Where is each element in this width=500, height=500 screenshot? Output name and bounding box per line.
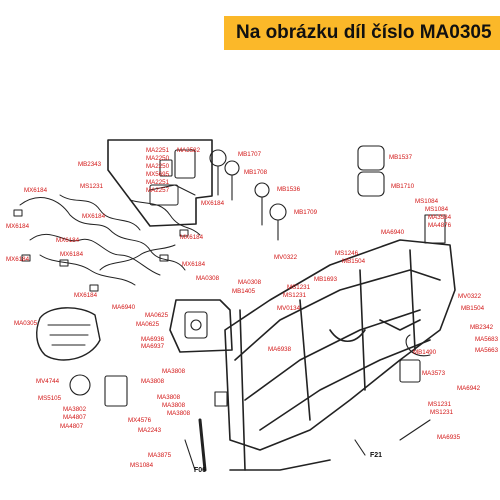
label-mx6184: MX6184 bbox=[60, 251, 84, 258]
battery-tray bbox=[36, 307, 101, 361]
label-ma3808: MA3808 bbox=[167, 410, 191, 417]
remote-module-1 bbox=[357, 145, 385, 171]
ecu-group-outline bbox=[107, 139, 213, 227]
label-ma2257: MA2257 bbox=[146, 187, 170, 194]
label-mb1504: MB1504 bbox=[461, 305, 485, 312]
label-ms1231: MS1231 bbox=[428, 401, 452, 408]
label-ma2250: MA2250 bbox=[146, 155, 170, 162]
label-ms1084: MS1084 bbox=[415, 198, 439, 205]
label-ma2243: MA2243 bbox=[138, 427, 162, 434]
scooter-frame bbox=[224, 239, 456, 471]
label-mb1537: MB1537 bbox=[389, 154, 413, 161]
key-set bbox=[209, 149, 287, 241]
label-ma3875: MA3875 bbox=[148, 452, 172, 459]
label-ma0308: MA0308 bbox=[238, 279, 262, 286]
label-mb1708: MB1708 bbox=[244, 169, 268, 176]
label-ma3802: MA3802 bbox=[63, 406, 87, 413]
label-ma4807: MA4807 bbox=[60, 423, 84, 430]
label-mx6184: MX6184 bbox=[74, 292, 98, 299]
label-mv0322: MV0322 bbox=[458, 293, 482, 300]
lock-group-outline bbox=[169, 299, 233, 353]
label-mb2342: MB2342 bbox=[470, 324, 494, 331]
label-mv4744: MV4744 bbox=[36, 378, 60, 385]
figure-ref-f21: F21 bbox=[370, 452, 383, 459]
label-ma3808: MA3808 bbox=[157, 394, 181, 401]
label-mb1490: MB1490 bbox=[413, 349, 437, 356]
label-ma2250: MA2250 bbox=[146, 163, 170, 170]
label-mb1536: MB1536 bbox=[277, 186, 301, 193]
label-mx6184: MX6184 bbox=[82, 213, 106, 220]
label-ma4876: MA4876 bbox=[428, 222, 452, 229]
label-ma3582: MA3582 bbox=[177, 147, 201, 154]
label-mb1709: MB1709 bbox=[294, 209, 318, 216]
label-ma0625: MA0625 bbox=[145, 312, 169, 319]
label-mx6184: MX6184 bbox=[182, 261, 206, 268]
label-ms1231: MS1231 bbox=[283, 292, 307, 299]
label-ms1231: MS1231 bbox=[80, 183, 104, 190]
label-ma6940: MA6940 bbox=[112, 304, 136, 311]
label-ma5663: MA5663 bbox=[475, 347, 499, 354]
label-mx6184: MX6184 bbox=[6, 256, 30, 263]
horn bbox=[69, 374, 91, 396]
label-ma3808: MA3808 bbox=[162, 368, 186, 375]
banner-title: Na obrázku díl číslo MA0305 bbox=[236, 22, 492, 43]
part-number-banner: Na obrázku díl číslo MA0305 bbox=[224, 16, 500, 50]
label-mv0134: MV0134 bbox=[277, 305, 301, 312]
label-ma0308: MA0308 bbox=[196, 275, 220, 282]
label-mx6184: MX6184 bbox=[24, 187, 48, 194]
label-ms1246: MS1246 bbox=[335, 250, 359, 257]
label-mx6184: MX6184 bbox=[6, 223, 30, 230]
label-mx6184: MX6184 bbox=[201, 200, 225, 207]
label-mb1710: MB1710 bbox=[391, 183, 415, 190]
label-mb1707: MB1707 bbox=[238, 151, 262, 158]
label-ma6936: MA6936 bbox=[141, 336, 165, 343]
label-ma3808: MA3808 bbox=[141, 378, 165, 385]
label-ma5683: MA5683 bbox=[475, 336, 499, 343]
label-ma3808: MA3808 bbox=[162, 402, 186, 409]
label-mb1405: MB1405 bbox=[232, 288, 256, 295]
label-ma6942: MA6942 bbox=[457, 385, 481, 392]
label-mv0322: MV0322 bbox=[274, 254, 298, 261]
label-ms1231: MS1231 bbox=[430, 409, 454, 416]
label-ma3584: MA3584 bbox=[428, 214, 452, 221]
label-ma3573: MA3573 bbox=[422, 370, 446, 377]
label-ms1084: MS1084 bbox=[130, 462, 154, 469]
label-ms5105: MS5105 bbox=[38, 395, 62, 402]
label-ma6937: MA6937 bbox=[141, 343, 165, 350]
label-ms1231: MS1231 bbox=[287, 284, 311, 291]
label-ma2251: MA2251 bbox=[146, 147, 170, 154]
label-ma4807: MA4807 bbox=[63, 414, 87, 421]
label-mb1693: MB1693 bbox=[314, 276, 338, 283]
label-ma0625: MA0625 bbox=[136, 321, 160, 328]
figure-ref-f06: F06 bbox=[194, 467, 207, 474]
label-mb2343: MB2343 bbox=[78, 161, 102, 168]
label-ma6938: MA6938 bbox=[268, 346, 292, 353]
label-ma2251: MA2251 bbox=[146, 179, 170, 186]
label-ma0305: MA0305 bbox=[14, 320, 38, 327]
label-mx6184: MX6184 bbox=[180, 234, 204, 241]
label-mx6184: MX6184 bbox=[56, 237, 80, 244]
label-ma6940: MA6940 bbox=[381, 229, 405, 236]
remote-module-2 bbox=[357, 171, 385, 197]
ecu-module bbox=[174, 149, 196, 179]
wiring-harness bbox=[13, 184, 201, 292]
label-mb1504: MB1504 bbox=[342, 258, 366, 265]
label-ms1084: MS1084 bbox=[425, 206, 449, 213]
steering-column bbox=[198, 418, 207, 472]
label-ma6935: MA6935 bbox=[437, 434, 461, 441]
label-mx5695: MX5695 bbox=[146, 171, 170, 178]
label-mx4576: MX4576 bbox=[128, 417, 152, 424]
